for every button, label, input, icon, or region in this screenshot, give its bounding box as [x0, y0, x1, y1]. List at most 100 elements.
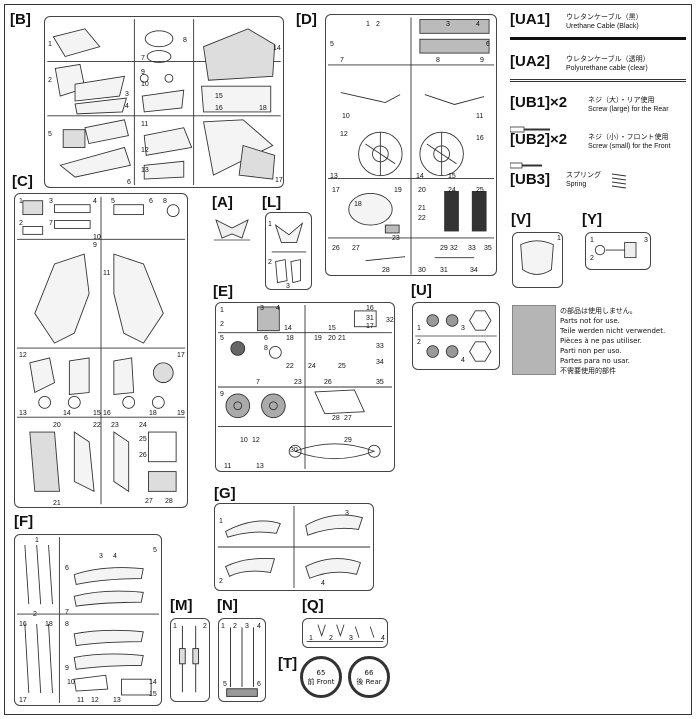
sprue-n-drawing: [226, 627, 258, 697]
part-number-c-18: 18: [149, 410, 157, 417]
part-number-b-18: 18: [259, 105, 267, 112]
part-number-b-9: 9: [141, 69, 145, 76]
part-number-q-3: 3: [349, 635, 353, 642]
part-number-c-15: 15: [93, 410, 101, 417]
sprue-label-e: [E]: [213, 283, 233, 300]
part-number-c-8: 8: [163, 198, 167, 205]
part-number-e-6: 6: [264, 335, 268, 342]
sprue-label-n: [N]: [217, 597, 238, 614]
part-number-n-3: 3: [245, 623, 249, 630]
part-number-d-3: 3: [446, 21, 450, 28]
sprue-label-f: [F]: [14, 513, 34, 530]
cable-ua2-jp: ウレタンケーブル（透明）: [566, 55, 650, 63]
part-number-l-1: 1: [268, 221, 272, 228]
part-number-d-29: 29: [440, 245, 448, 252]
part-number-b-5: 5: [48, 131, 52, 138]
part-number-c-20: 20: [53, 422, 61, 429]
part-number-u-4: 4: [461, 357, 465, 364]
tire-rear-label: 後 Rear: [356, 678, 382, 686]
part-number-c-10: 10: [93, 234, 101, 241]
part-number-e-20: 20: [328, 335, 336, 342]
sprue-l-drawing: [271, 221, 307, 284]
sprue-u: 1 2 3 4: [412, 302, 500, 370]
sprue-label-m: [M]: [170, 597, 193, 614]
part-number-b-4: 4: [125, 103, 129, 110]
part-number-e-29: 29: [344, 437, 352, 444]
part-number-g-3: 3: [345, 510, 349, 517]
part-number-e-18: 18: [286, 335, 294, 342]
part-number-n-5: 5: [223, 681, 227, 688]
legend-de: Teile werden nicht verwendet.: [560, 327, 666, 335]
part-number-e-3: 3: [260, 305, 264, 312]
part-number-n-6: 6: [257, 681, 261, 688]
sprue-v: 1: [512, 232, 563, 288]
sprue-f-drawing: [16, 537, 160, 703]
part-number-e-9: 9: [220, 391, 224, 398]
part-number-e-2: 2: [220, 321, 224, 328]
part-number-f-14: 14: [149, 679, 157, 686]
part-number-b-10: 10: [141, 81, 149, 88]
screw-ub2-jp: ネジ（小）・フロント使用: [588, 133, 669, 141]
part-number-d-19: 19: [394, 187, 402, 194]
part-number-e-30: 30: [290, 447, 298, 454]
part-number-d-33: 33: [468, 245, 476, 252]
cable-ua1-swatch: [510, 37, 686, 40]
part-number-c-9: 9: [93, 242, 97, 249]
legend-zh: 不需要使用的部件: [560, 367, 616, 375]
sprue-label-c: [C]: [12, 173, 33, 190]
cable-ua2-code: [UA2]: [510, 53, 550, 70]
part-number-m-1: 1: [173, 623, 177, 630]
cable-ua2-swatch: [510, 79, 686, 82]
part-number-f-12: 12: [91, 697, 99, 704]
part-number-b-7: 7: [141, 55, 145, 62]
part-number-c-1: 1: [19, 198, 23, 205]
part-number-d-14: 14: [416, 173, 424, 180]
sprue-label-d: [D]: [296, 11, 317, 28]
sprue-d: 1 2 3 4 5 6 7 8 9 10 11 12 13 14 15 16 1…: [325, 14, 497, 276]
part-number-y-3: 3: [644, 237, 648, 244]
screw-ub2-code: [UB2]×2: [510, 131, 568, 148]
part-number-c-2: 2: [19, 220, 23, 227]
part-number-d-17: 17: [332, 187, 340, 194]
sprue-y-drawing: [594, 242, 637, 259]
part-number-g-4: 4: [321, 580, 325, 587]
part-number-d-16: 16: [476, 135, 484, 142]
part-number-e-27: 27: [344, 415, 352, 422]
screw-ub2-icon: [509, 156, 686, 169]
part-number-e-5: 5: [220, 335, 224, 342]
screw-ub2-en: Screw (small) for the Front: [588, 143, 671, 150]
part-number-b-17: 17: [275, 177, 283, 184]
part-number-f-16: 16: [19, 621, 27, 628]
part-number-f-5: 5: [153, 547, 157, 554]
part-number-d-30: 30: [418, 267, 426, 274]
cable-ua2-en: Polyurethane cable (clear): [566, 65, 648, 72]
part-number-b-13: 13: [141, 167, 149, 174]
sprue-g-drawing: [217, 505, 371, 589]
part-number-n-1: 1: [221, 623, 225, 630]
part-number-d-1: 1: [366, 21, 370, 28]
part-number-g-1: 1: [219, 518, 223, 525]
part-number-q-4: 4: [381, 635, 385, 642]
part-number-d-12: 12: [340, 131, 348, 138]
sprue-l: 1 2 3: [265, 212, 312, 290]
part-number-d-28: 28: [382, 267, 390, 274]
part-number-c-28: 28: [165, 498, 173, 505]
part-number-c-21: 21: [53, 500, 61, 507]
part-number-e-10: 10: [240, 437, 248, 444]
part-number-f-11: 11: [77, 697, 85, 704]
part-number-d-27: 27: [352, 245, 360, 252]
part-number-e-28: 28: [332, 415, 340, 422]
part-number-e-23: 23: [294, 379, 302, 386]
part-number-d-2: 2: [376, 21, 380, 28]
part-number-c-12: 12: [19, 352, 27, 359]
part-number-b-12: 12: [141, 147, 149, 154]
sprue-m: 1 2: [170, 618, 210, 702]
part-number-d-13: 13: [330, 173, 338, 180]
part-number-d-7: 7: [340, 57, 344, 64]
screw-ub1-en: Screw (large) for the Rear: [588, 106, 669, 113]
cable-ua1-code: [UA1]: [510, 11, 550, 28]
sprue-d-drawing: [327, 17, 495, 275]
part-number-d-26: 26: [332, 245, 340, 252]
part-number-f-10: 10: [67, 679, 75, 686]
part-number-f-15: 15: [149, 691, 157, 698]
